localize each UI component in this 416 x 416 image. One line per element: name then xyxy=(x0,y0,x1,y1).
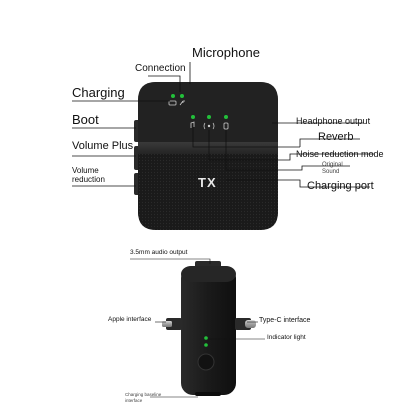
reverb-led xyxy=(191,115,195,119)
music-note-icon xyxy=(190,121,195,128)
noise-icon xyxy=(207,124,211,128)
label-volume-reduction-1: Volume xyxy=(72,166,99,175)
label-noise-reduction-mode: Noise reduction mode xyxy=(296,149,384,159)
label-charging-port: Charging port xyxy=(307,180,374,192)
charging-port-bottom xyxy=(195,392,221,396)
label-microphone: Microphone xyxy=(192,45,260,60)
label-charging-interface-1: Charging baseline xyxy=(125,392,162,397)
label-headphone-output: Headphone output xyxy=(296,116,371,126)
noise-reduction-led xyxy=(207,115,211,119)
label-boot: Boot xyxy=(72,112,99,127)
label-type-c-interface: Type-C interface xyxy=(259,317,311,324)
tx-band xyxy=(138,142,278,154)
original-sound-led xyxy=(224,115,228,119)
connection-led xyxy=(180,94,184,98)
label-charging: Charging xyxy=(72,85,125,100)
indicator-led-2 xyxy=(204,343,208,347)
label-apple-interface: Apple interface xyxy=(108,316,152,323)
label-indicator-light: Indicator light xyxy=(267,334,306,341)
rx-receiver xyxy=(162,261,256,396)
label-original-sound-2: Sound xyxy=(322,169,340,175)
mic-original-icon xyxy=(223,122,229,130)
charging-led xyxy=(171,94,175,98)
top-leader-lines xyxy=(72,62,374,188)
indicator-led-1 xyxy=(204,336,208,340)
tx-brand-text: TX xyxy=(198,175,217,190)
label-charging-interface-2: interface xyxy=(125,398,143,403)
battery-icon xyxy=(168,100,177,106)
bottom-leader-lines xyxy=(130,258,265,398)
label-reverb: Reverb xyxy=(318,131,354,143)
link-icon xyxy=(179,100,185,106)
label-volume-plus: Volume Plus xyxy=(72,140,134,152)
label-audio-output: 3.5mm audio output xyxy=(130,249,188,256)
label-connection: Connection xyxy=(135,63,186,74)
label-volume-reduction-2: reduction xyxy=(72,175,105,184)
label-original-sound-1: Original xyxy=(322,162,343,168)
tx-top-panel xyxy=(138,82,278,142)
tx-mesh-panel xyxy=(138,154,278,230)
apple-connector-pin xyxy=(162,321,172,327)
rx-body xyxy=(181,266,236,395)
tx-transmitter xyxy=(134,82,278,230)
rx-power-button xyxy=(197,353,215,371)
type-c-connector-pin xyxy=(245,320,256,328)
